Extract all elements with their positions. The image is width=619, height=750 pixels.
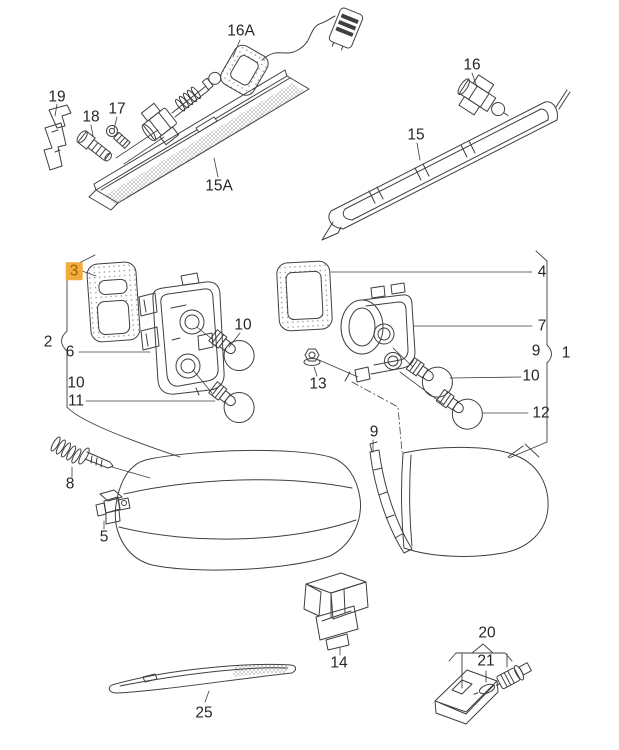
callout-label-15A[interactable]: 15A [205,177,233,195]
callout-label-4[interactable]: 4 [537,263,547,281]
callout-label-10-lower-left[interactable]: 10 [67,374,85,392]
part-19-clip [43,104,72,171]
group-bracket-20 [448,643,513,689]
callout-label-15[interactable]: 15 [407,126,425,144]
part-21-bulb [473,683,501,695]
callout-label-9-right[interactable]: 9 [531,342,541,360]
callout-label-21[interactable]: 21 [477,652,495,670]
tail-lamp-left-lens [114,449,361,571]
part-7-bulb-carrier [340,282,416,383]
callout-label-10-upper-left[interactable]: 10 [234,316,252,334]
part-3-gasket [86,261,141,343]
part-4-gasket [276,260,333,332]
callout-label-13[interactable]: 13 [309,375,327,393]
tail-lamp-right-lens [401,445,549,557]
part-8-stud [50,436,114,469]
callout-label-11[interactable]: 11 [67,392,85,410]
part-16a-harness-assembly [140,7,364,146]
part-18-bulb-socket [76,130,113,162]
diagram-art [43,7,571,725]
part-25-reflector [108,663,297,694]
part-5-clip-nut [95,489,131,525]
callout-label-6[interactable]: 6 [65,343,75,361]
callout-label-10-right[interactable]: 10 [522,367,540,385]
callout-label-14[interactable]: 14 [330,654,348,672]
part-15a-high-mount-brake-lamp [88,69,310,211]
callout-label-12[interactable]: 12 [532,404,550,422]
part-13-nut [303,348,321,366]
callout-label-16A[interactable]: 16A [227,22,255,40]
callout-label-7[interactable]: 7 [537,317,547,335]
callout-label-5[interactable]: 5 [99,528,109,546]
callout-label-8[interactable]: 8 [65,475,75,493]
part-15-high-mount-brake-lamp [321,89,571,241]
callout-label-1[interactable]: 1 [561,344,571,362]
license-bulb-holder [496,662,532,690]
callout-label-3[interactable]: 3 [65,262,83,280]
part-14-bracket [303,572,369,651]
part-11-bulb-left [203,374,261,430]
part-12-bulb-right [431,382,489,436]
callout-label-17[interactable]: 17 [108,100,126,118]
part-9-seal-strip [369,441,413,554]
callout-label-25[interactable]: 25 [195,704,213,722]
part-16-bulb-socket [457,74,509,117]
license-lamp-housing [434,669,499,725]
callout-label-20[interactable]: 20 [478,624,496,642]
part-17-screw [106,125,131,149]
part-20-license-plate-lamp-group [434,643,532,725]
harness-wire [261,15,336,61]
callout-label-19[interactable]: 19 [48,88,66,106]
leader-lines [54,39,533,703]
alignment-dashdot-line [351,381,403,453]
callout-label-16[interactable]: 16 [463,56,481,74]
harness-connector [328,7,364,51]
callout-label-2[interactable]: 2 [43,333,53,351]
callout-label-9-center[interactable]: 9 [369,423,379,441]
callout-label-18[interactable]: 18 [82,108,100,126]
part-16a-gasket [220,44,269,96]
part-6-bulb-carrier [138,272,225,396]
